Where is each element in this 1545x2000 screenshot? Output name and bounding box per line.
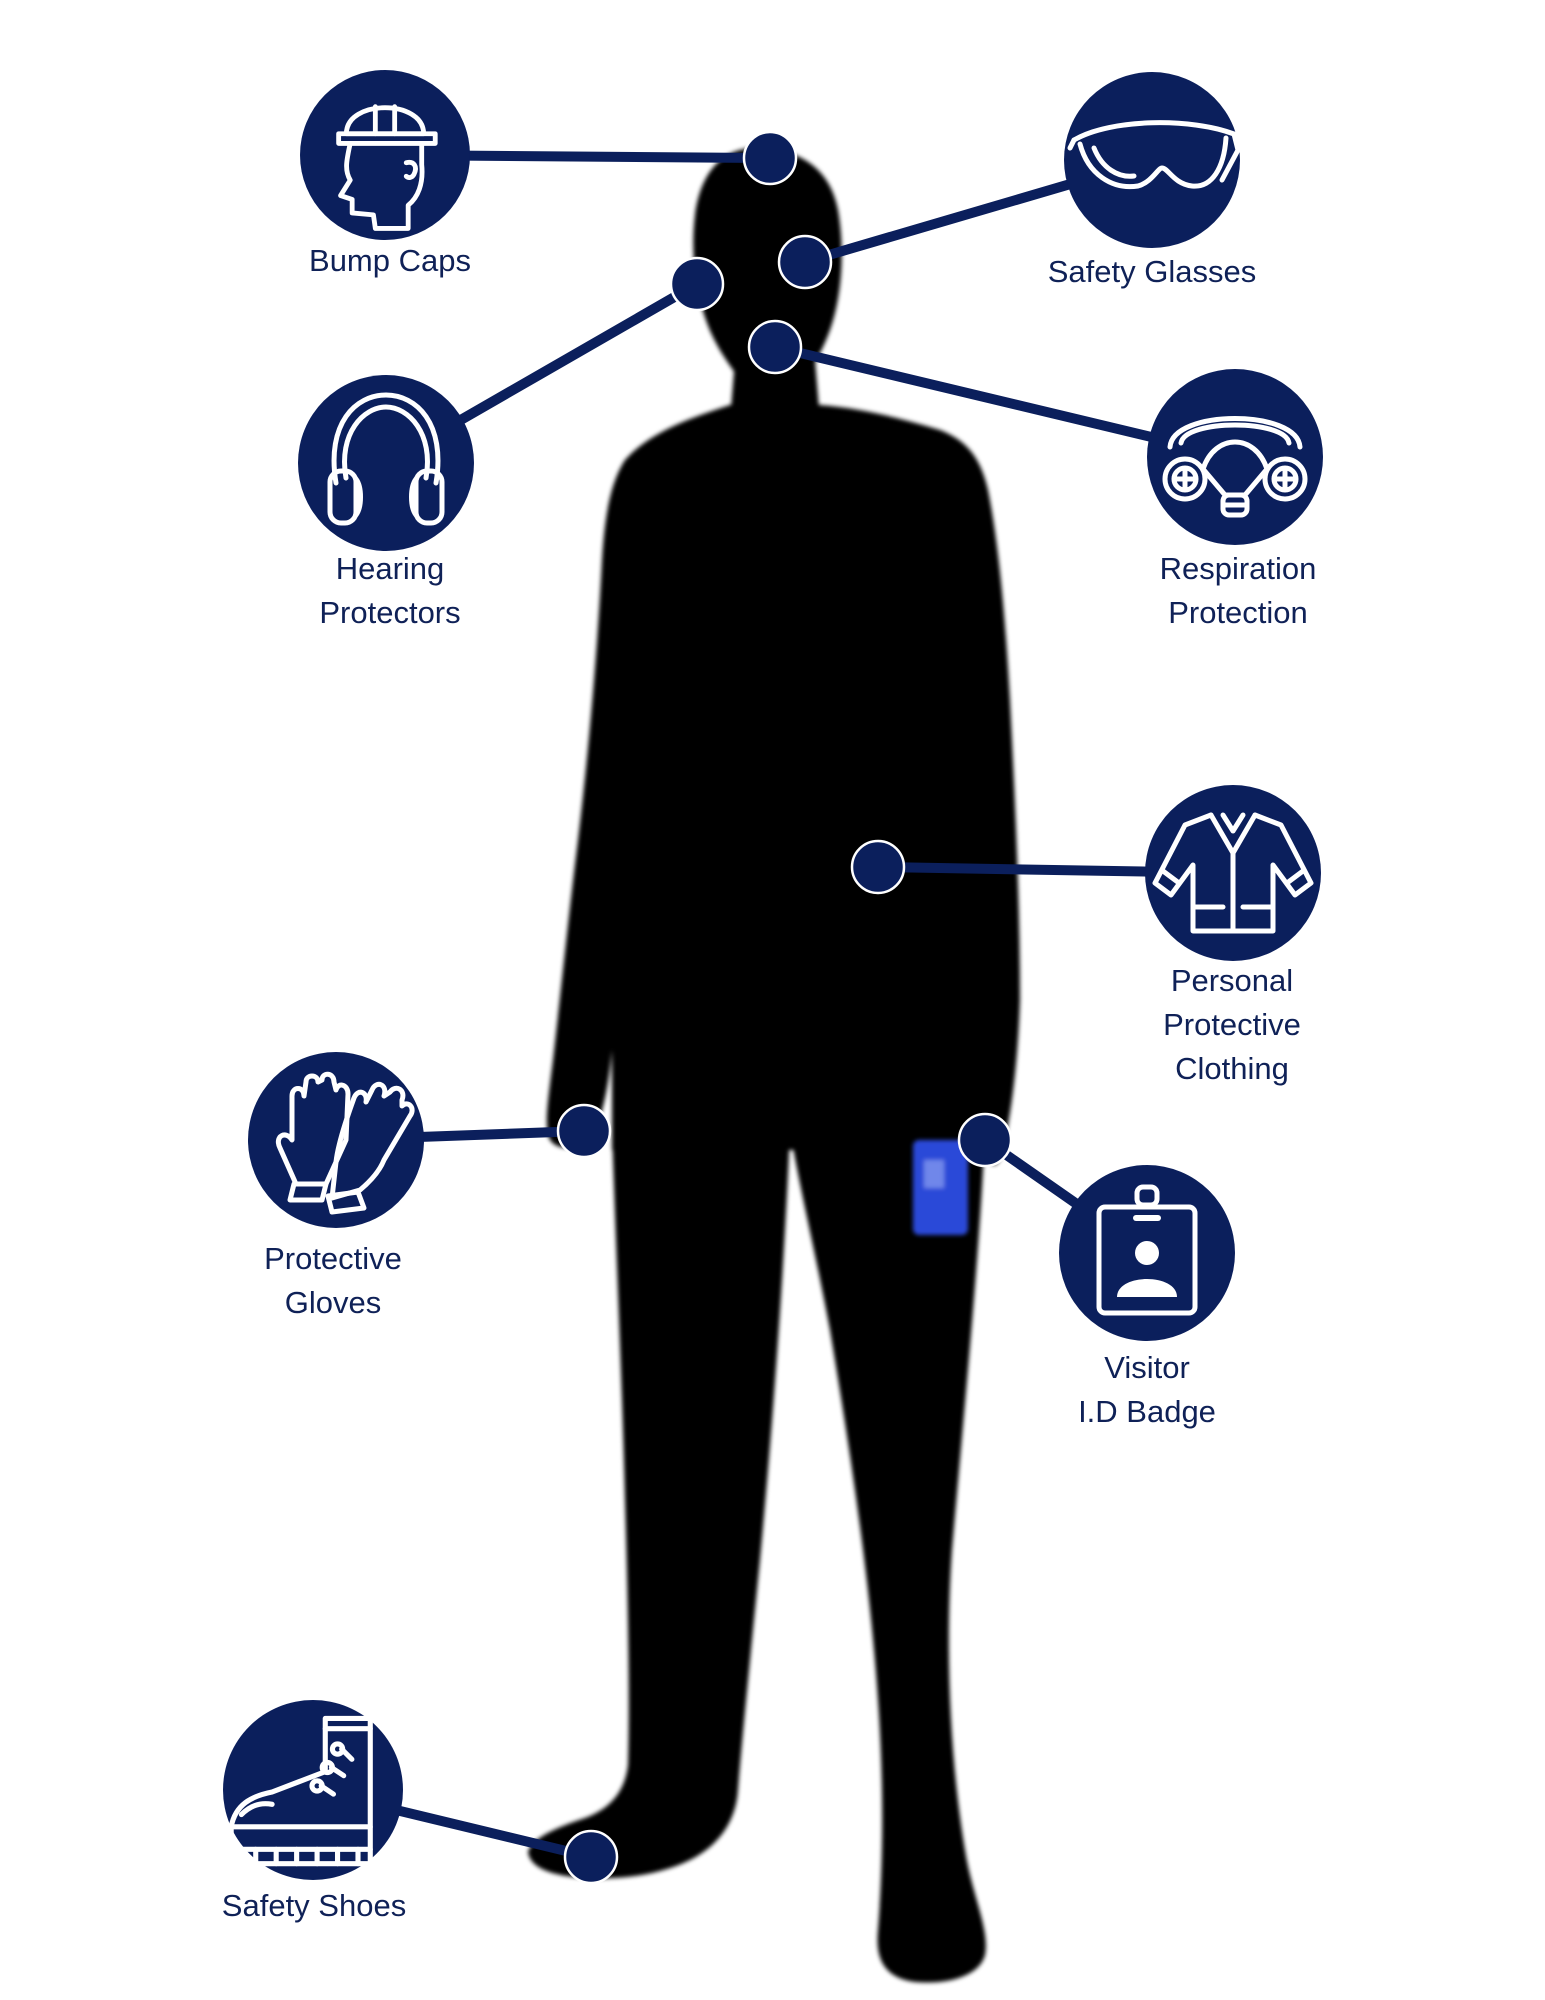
bump-caps-label-line: Bump Caps <box>309 243 471 278</box>
safety-shoes-marker <box>563 1829 619 1885</box>
visitor-id-badge-marker <box>957 1112 1013 1168</box>
personal-protective-clothing-label-line: Protective <box>1163 1007 1301 1042</box>
respiration-protection-label-line: Protection <box>1168 595 1308 630</box>
hearing-protectors-label-line: Hearing <box>335 551 445 586</box>
bump-caps-label: Bump Caps <box>240 239 540 283</box>
visitor-id-badge-badge <box>1059 1165 1235 1341</box>
protective-gloves-badge <box>248 1052 424 1228</box>
id-badge-icon <box>1096 1184 1198 1316</box>
protective-gloves-marker <box>556 1103 612 1159</box>
respirator-mask-icon <box>1162 416 1308 518</box>
hearing-protectors-label-line: Protectors <box>319 595 461 630</box>
protective-gloves-label-line: Protective <box>264 1241 402 1276</box>
safety-glasses-marker <box>777 234 833 290</box>
safety-shoes-label-line: Safety Shoes <box>221 1888 407 1923</box>
person-silhouette <box>528 147 1020 1983</box>
safety-glasses-label-line: Safety Glasses <box>1047 254 1257 289</box>
protective-coat-icon <box>1152 812 1314 934</box>
personal-protective-clothing-label-line: Clothing <box>1175 1051 1289 1086</box>
personal-protective-clothing-badge <box>1145 785 1321 961</box>
personal-protective-clothing-label-line: Personal <box>1170 963 1294 998</box>
held-badge <box>913 1140 968 1235</box>
bump-caps-badge <box>300 70 470 240</box>
respiration-protection-marker <box>747 319 803 375</box>
safety-glasses-icon <box>1067 120 1241 190</box>
respiration-protection-badge <box>1147 369 1323 545</box>
safety-shoes-badge <box>223 1700 403 1880</box>
safety-glasses-badge <box>1064 72 1241 248</box>
safety-shoes-label: Safety Shoes <box>164 1884 464 1928</box>
protective-gloves-label-line: Gloves <box>284 1285 382 1320</box>
hearing-protectors-badge <box>298 375 474 551</box>
gloves-icon <box>276 1071 415 1215</box>
safety-boot-icon <box>228 1715 373 1867</box>
visitor-id-badge-label-line: Visitor <box>1104 1350 1190 1385</box>
personal-protective-clothing-marker <box>850 839 906 895</box>
visitor-id-badge-label-line: I.D Badge <box>1078 1394 1216 1429</box>
earmuffs-icon <box>327 392 445 526</box>
hard-hat-head-icon <box>336 104 438 231</box>
hearing-protectors-marker <box>669 256 725 312</box>
safety-glasses-label: Safety Glasses <box>1002 250 1302 294</box>
bump-caps-marker <box>742 130 798 186</box>
respiration-protection-label-line: Respiration <box>1159 551 1317 586</box>
